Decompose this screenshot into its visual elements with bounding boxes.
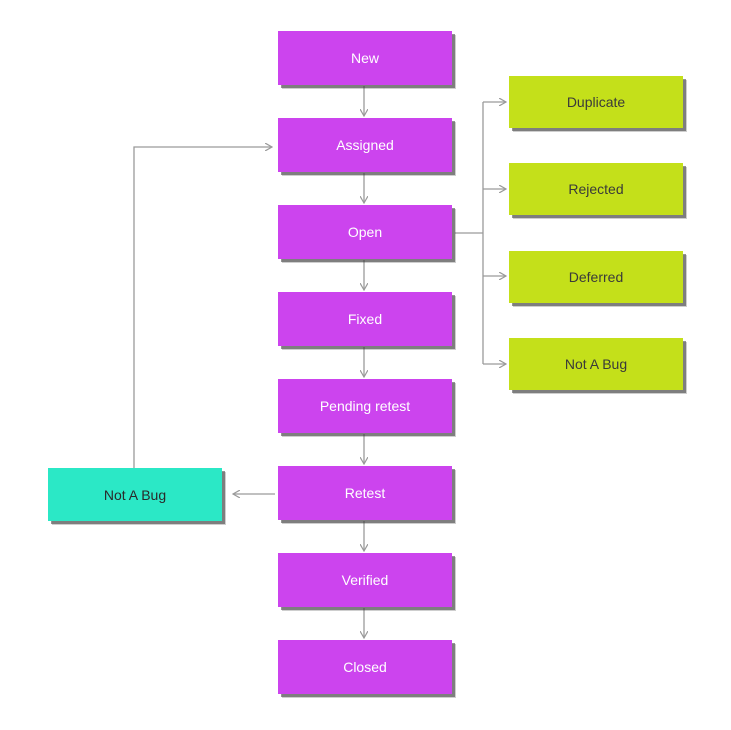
node-closed: Closed [278,640,452,694]
node-not-a-bug-left-label: Not A Bug [103,486,167,503]
node-open: Open [278,205,452,259]
node-deferred: Deferred [509,251,683,303]
node-open-label: Open [347,224,383,240]
node-closed-label: Closed [343,659,387,675]
node-verified: Verified [278,553,452,607]
node-not-a-bug-left: Not A Bug [48,468,222,521]
node-new-label: New [350,50,379,66]
node-fixed: Fixed [278,292,452,346]
node-assigned-label: Assigned [336,137,394,153]
node-fixed-label: Fixed [347,311,383,327]
loop-not-a-bug-assigned [133,147,272,470]
node-retest-label: Retest [344,485,386,501]
node-pending-retest-label: Pending retest [319,398,411,414]
node-assigned: Assigned [278,118,452,172]
node-verified-label: Verified [341,572,389,588]
node-duplicate: Duplicate [509,76,683,128]
node-new: New [278,31,452,85]
node-not-a-bug-right: Not A Bug [509,338,683,390]
node-rejected: Rejected [509,163,683,215]
node-pending-retest: Pending retest [278,379,452,433]
node-duplicate-label: Duplicate [566,94,626,110]
node-rejected-label: Rejected [568,181,624,197]
node-retest: Retest [278,466,452,520]
node-not-a-bug-right-label: Not A Bug [564,356,628,372]
node-deferred-label: Deferred [568,269,624,285]
